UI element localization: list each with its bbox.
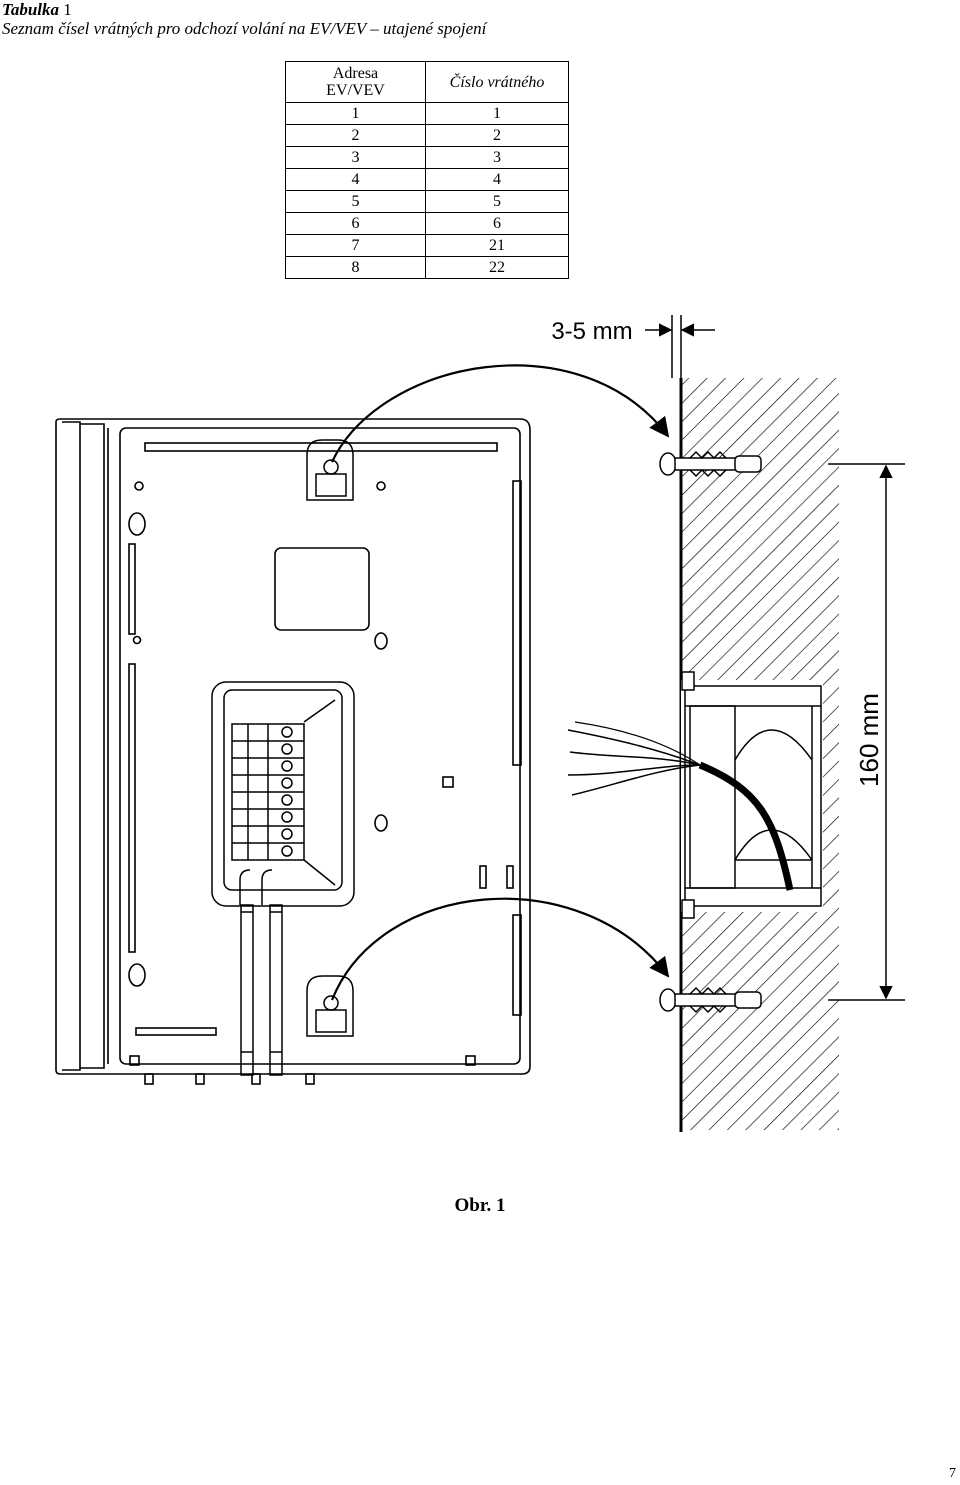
caption-number: 1 (63, 0, 72, 19)
header-porter-number: Číslo vrátného (425, 61, 569, 103)
cell-address: 7 (285, 234, 426, 257)
table-header-row: Adresa EV/VEV Číslo vrátného (285, 61, 569, 103)
cell-porter: 3 (425, 146, 569, 169)
figure-label: Obr. 1 (454, 1195, 506, 1216)
header-address: Adresa EV/VEV (285, 61, 426, 103)
wall (679, 378, 839, 1132)
internal-wires (239, 869, 283, 1076)
cell-porter: 21 (425, 234, 569, 257)
spacing-label: 160 mm (854, 693, 884, 787)
cell-porter: 5 (425, 190, 569, 213)
keyhole-bottom (306, 975, 354, 1037)
page-number: 7 (949, 1466, 956, 1481)
header-address-line1: Adresa (332, 65, 379, 82)
terminal-block (211, 681, 355, 907)
cell-porter: 22 (425, 256, 569, 279)
mount-arrows (330, 364, 670, 1001)
keyhole-top (306, 439, 354, 501)
device-housing (55, 418, 531, 1085)
screw-top (659, 450, 762, 478)
cell-porter: 6 (425, 212, 569, 235)
table-subtitle: Seznam čísel vrátných pro odchozí volání… (2, 19, 487, 38)
cell-address: 4 (285, 168, 426, 191)
cell-porter: 2 (425, 124, 569, 147)
cell-address: 2 (285, 124, 426, 147)
cell-address: 1 (285, 102, 426, 125)
screw-bottom (659, 986, 762, 1014)
cell-address: 3 (285, 146, 426, 169)
cable-bundle (567, 721, 794, 891)
gap-label: 3-5 mm (551, 318, 632, 345)
mounting-diagram: 3-5 mm 160 mm (55, 315, 905, 1132)
wall-box (681, 671, 822, 919)
cell-address: 5 (285, 190, 426, 213)
header-address-line2: EV/VEV (326, 82, 385, 99)
cell-address: 6 (285, 212, 426, 235)
gap-dimension (645, 315, 715, 378)
cell-porter: 4 (425, 168, 569, 191)
table-caption: Tabulka 1 (2, 0, 72, 19)
spacing-dimension (828, 463, 905, 1001)
cell-porter: 1 (425, 102, 569, 125)
caption-label: Tabulka (2, 0, 60, 19)
cell-address: 8 (285, 256, 426, 279)
